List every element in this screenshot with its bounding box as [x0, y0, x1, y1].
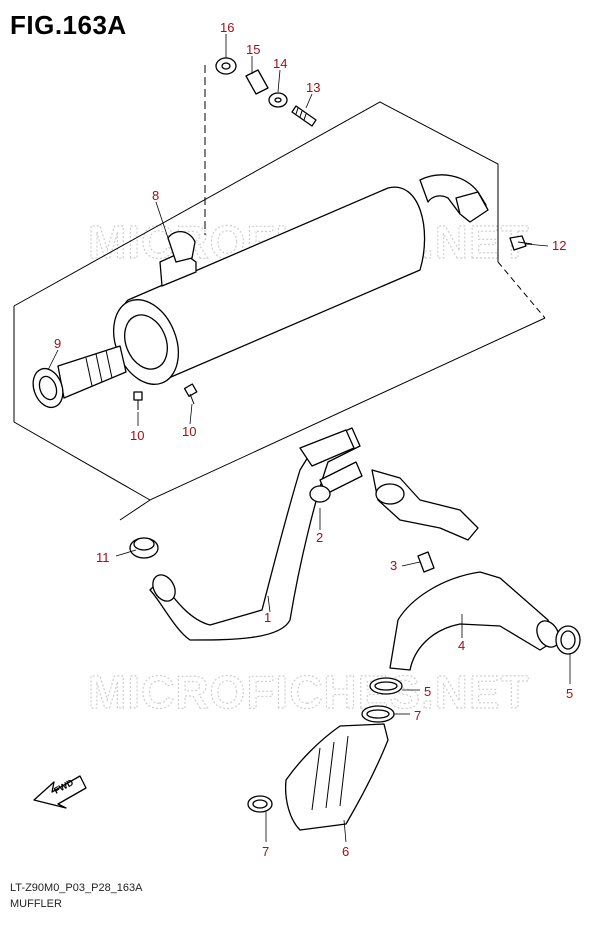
leader-lines	[47, 34, 571, 843]
callout-14: 14	[273, 56, 287, 71]
watermark-bottom: MICROFICHES.NET	[88, 666, 530, 718]
callout-7-left: 7	[262, 844, 269, 859]
callout-1: 1	[264, 610, 271, 625]
callout-10-left: 10	[130, 428, 144, 443]
callouts: 16 15 14 13 8 12 9 10 10 11 2 3 1 4 5 5 …	[54, 20, 573, 859]
fwd-arrow: FWD	[33, 775, 87, 809]
connector-pipe	[389, 571, 560, 671]
clamp-7-lower	[361, 705, 395, 723]
screw-10-left	[133, 391, 143, 410]
clamp-5-lower	[369, 677, 403, 695]
clamp-5-right	[555, 625, 581, 655]
screw-10-right	[183, 383, 198, 405]
callout-2: 2	[316, 530, 323, 545]
callout-5-right: 5	[566, 686, 573, 701]
figure-title: FIG.163A	[10, 10, 127, 40]
mount-hardware	[215, 57, 317, 127]
bolt-3	[417, 551, 435, 573]
figure-name: MUFFLER	[10, 898, 62, 910]
callout-5-lower: 5	[424, 684, 431, 699]
gasket-11	[129, 537, 159, 559]
exhaust-pipe	[149, 427, 479, 641]
callout-13: 13	[306, 80, 320, 95]
callout-12: 12	[552, 238, 566, 253]
callout-3: 3	[390, 558, 397, 573]
callout-10-right: 10	[182, 424, 196, 439]
callout-4: 4	[458, 638, 465, 653]
callout-8: 8	[152, 188, 159, 203]
heat-shield	[284, 723, 389, 831]
muffler-body	[113, 174, 489, 385]
callout-6: 6	[342, 844, 349, 859]
callout-11: 11	[96, 550, 110, 565]
assembly-frame	[13, 65, 546, 521]
callout-16: 16	[220, 20, 234, 35]
bolt-12	[509, 235, 533, 251]
clamp-7-left	[247, 795, 273, 813]
callout-7-lower: 7	[414, 708, 421, 723]
callout-9: 9	[54, 336, 61, 351]
spark-arrester	[32, 345, 127, 409]
callout-15: 15	[246, 42, 260, 57]
figure-code: LT-Z90M0_P03_P28_163A	[10, 882, 143, 894]
